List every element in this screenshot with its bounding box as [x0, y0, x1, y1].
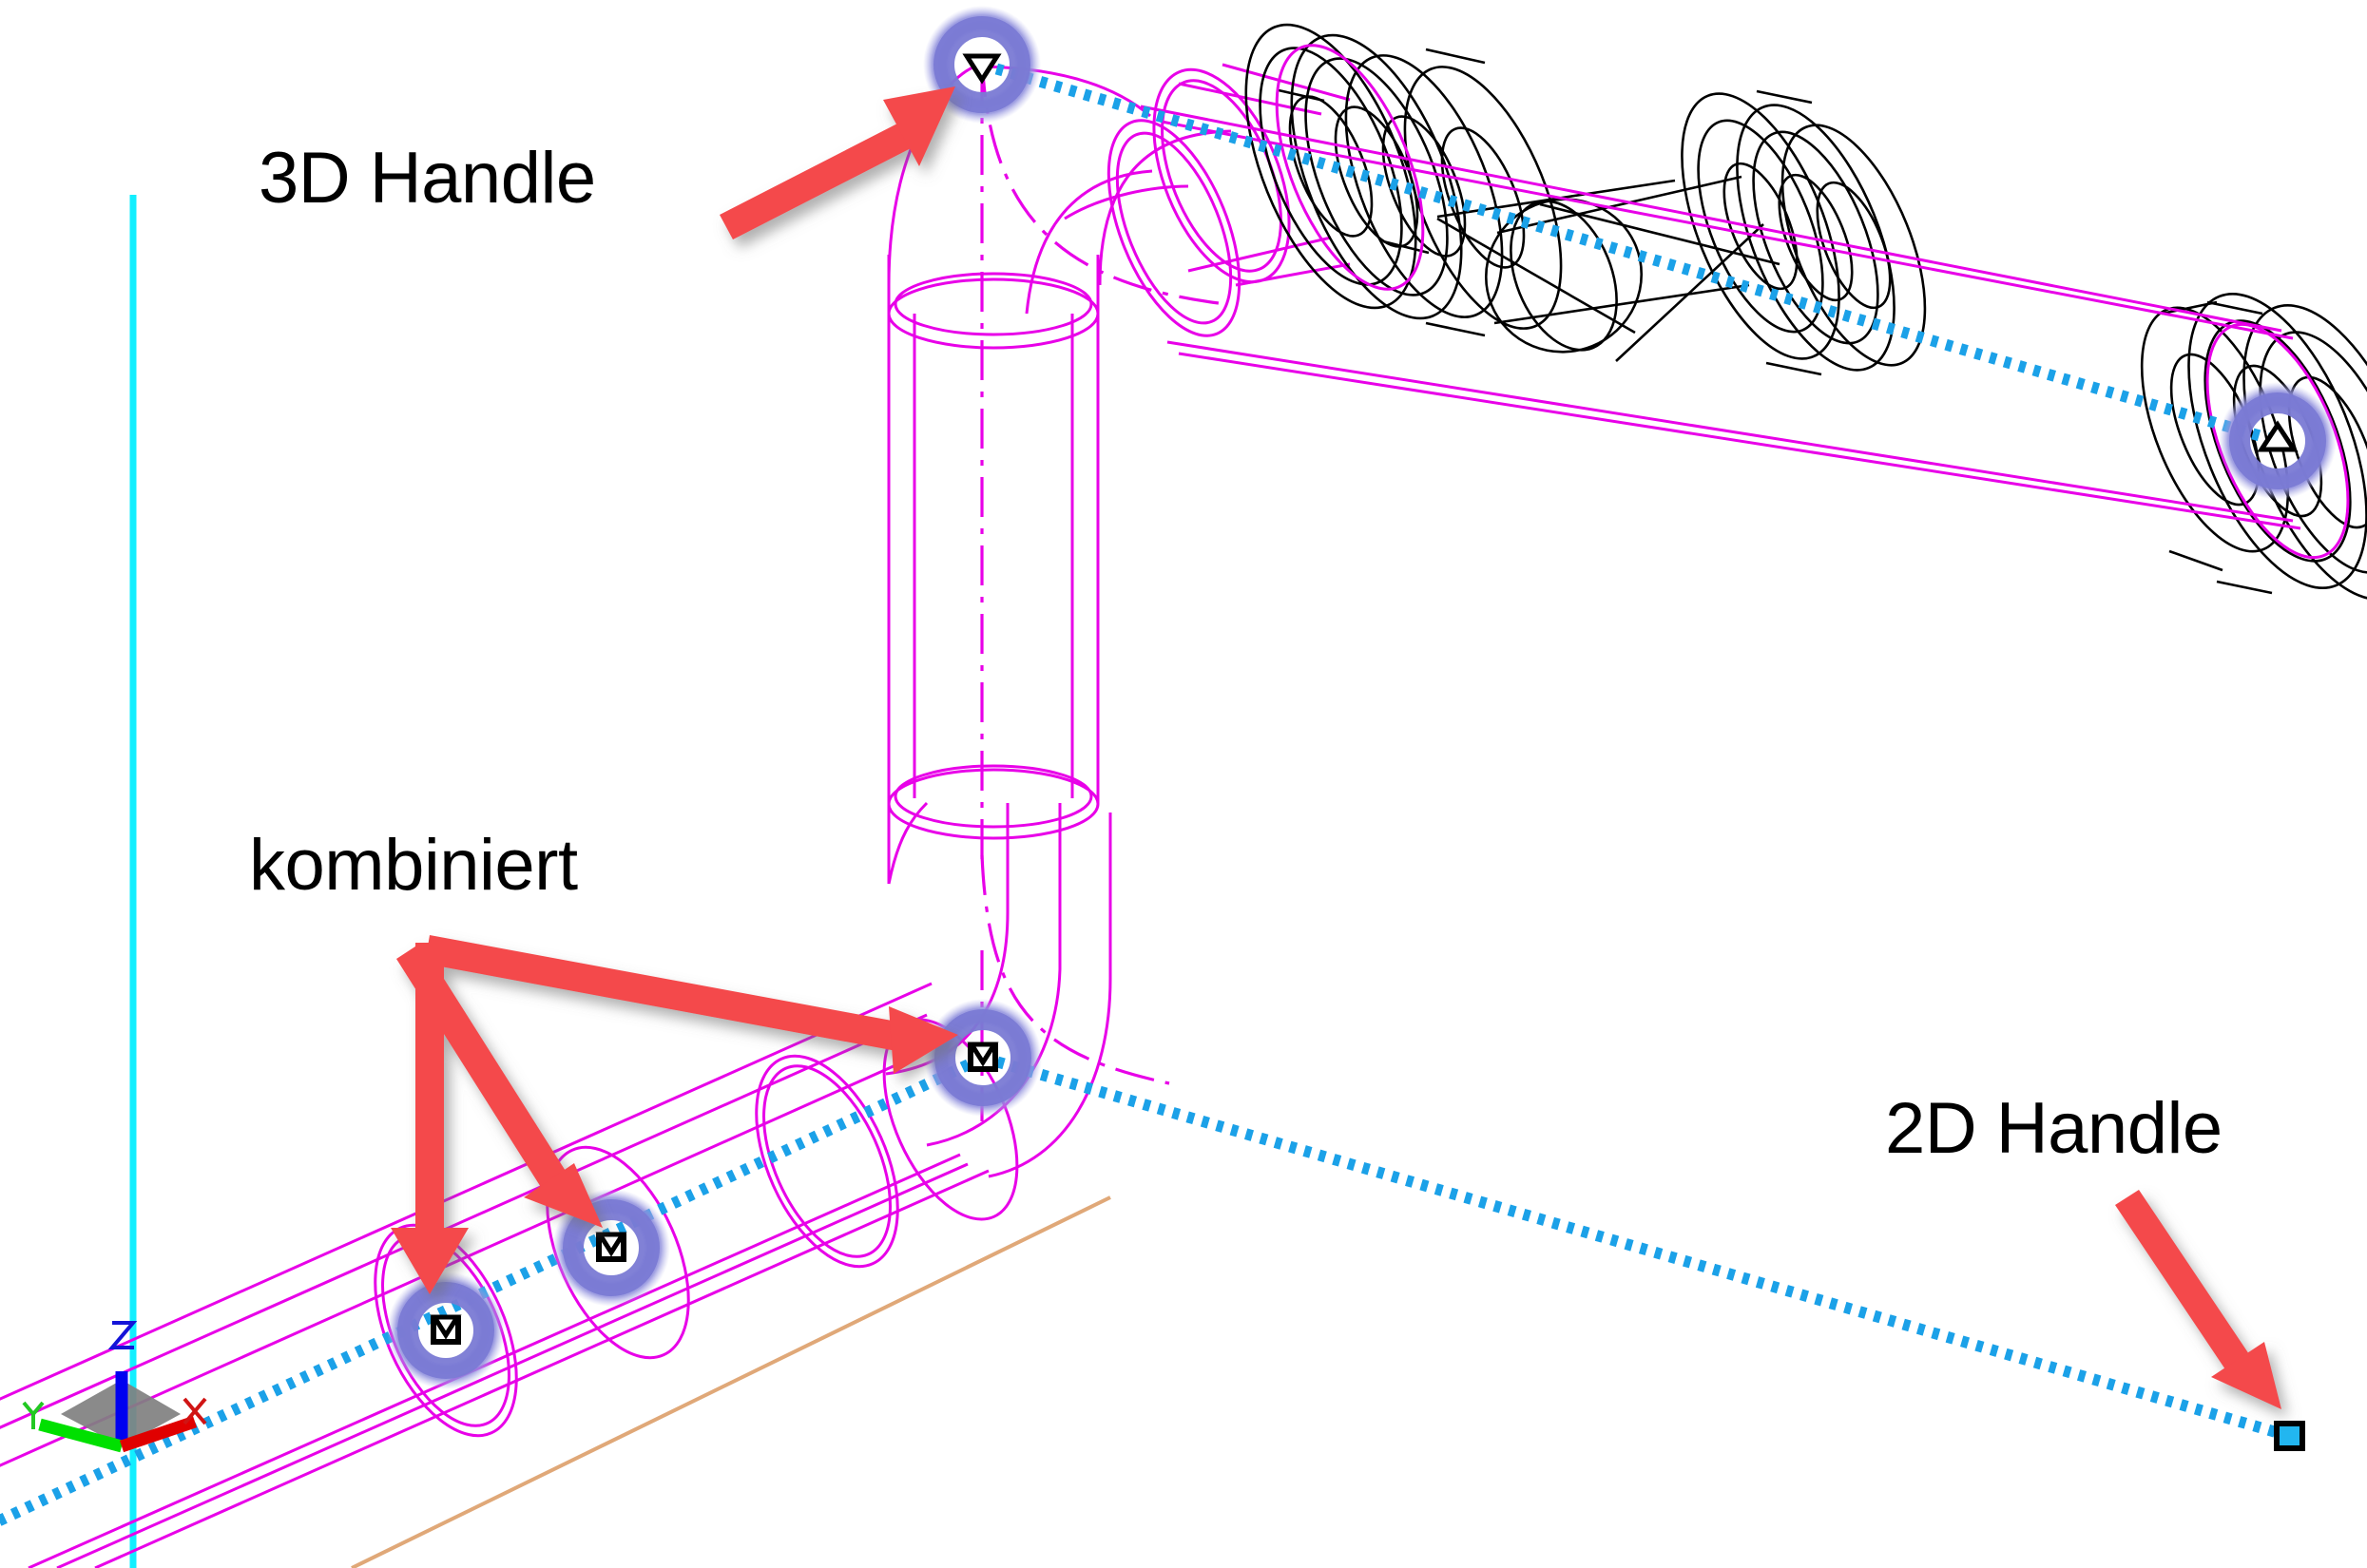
annotation-label-kombiniert: kombiniert — [249, 825, 578, 906]
square-triangle-combo-icon — [430, 1314, 462, 1345]
square-triangle-combo-icon — [967, 1042, 999, 1072]
handle-pipe-mid[interactable] — [552, 1189, 670, 1307]
triangle-up-icon — [2257, 420, 2299, 452]
vertical-riser-pipe — [887, 255, 1100, 840]
right-pipe-run — [1107, 44, 2350, 560]
annotation-label-2d-handle: 2D Handle — [1885, 1088, 2223, 1169]
square-triangle-combo-icon — [595, 1232, 627, 1262]
handle-right-flange[interactable] — [2219, 382, 2337, 500]
ucs-label-z — [107, 1321, 138, 1349]
ucs-label-x — [183, 1397, 207, 1425]
annotation-label-3d-handle: 3D Handle — [259, 138, 596, 219]
handle-elbow-bottom[interactable] — [924, 999, 1042, 1117]
triangle-down-icon — [962, 53, 1002, 85]
selected-centerline — [0, 59, 2291, 1527]
pipe-centerlines — [980, 56, 1227, 1121]
handle-2d-endpoint[interactable] — [2274, 1421, 2305, 1451]
handle-top-elbow[interactable] — [923, 6, 1041, 124]
ucs-label-y — [22, 1401, 45, 1429]
floor-reference-line — [351, 1195, 1111, 1568]
ucs-axis-indicator — [22, 1321, 207, 1453]
lower-pipe-run — [0, 982, 1019, 1568]
handle-group[interactable] — [387, 6, 2337, 1451]
handle-pipe-left[interactable] — [387, 1272, 505, 1389]
